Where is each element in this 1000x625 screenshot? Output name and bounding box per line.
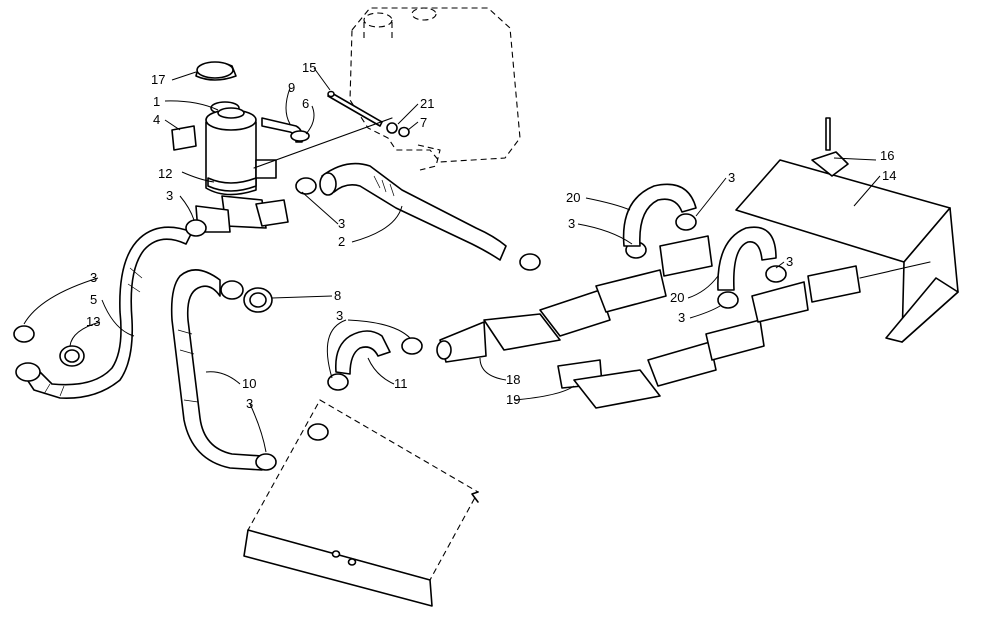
elbow-hose-lower — [717, 226, 777, 291]
callout-3: 3 — [166, 188, 173, 203]
decal — [171, 125, 197, 151]
short-hose — [334, 330, 391, 375]
callout-21: 21 — [420, 96, 434, 111]
lower-heat-exchanger — [243, 399, 479, 607]
hose-left — [15, 226, 193, 399]
callout-4: 4 — [153, 112, 160, 127]
callout-18: 18 — [506, 372, 520, 387]
reservoir-tank — [349, 7, 521, 171]
heat-exchanger — [436, 235, 861, 409]
callouts: 17 1 4 12 3 15 9 6 21 7 3 2 20 3 3 16 14… — [86, 60, 896, 411]
hose-clamp — [243, 287, 273, 313]
clamps — [13, 177, 787, 471]
elbow-hose-upper — [622, 183, 697, 247]
callout-11: 11 — [394, 376, 408, 391]
callout-3-elbow-right: 3 — [728, 170, 735, 185]
callout-13: 13 — [86, 314, 100, 329]
callout-19: 19 — [506, 392, 520, 407]
bolt — [327, 91, 383, 127]
callout-3-middle: 3 — [336, 308, 343, 323]
callout-5: 5 — [90, 292, 97, 307]
callout-2: 2 — [338, 234, 345, 249]
callout-20-upper: 20 — [566, 190, 580, 205]
spring-clamp — [59, 345, 85, 367]
heat-exchanger-plate — [735, 159, 959, 343]
callout-20-lower: 20 — [670, 290, 684, 305]
vent-hose — [261, 117, 304, 143]
callout-12: 12 — [158, 166, 172, 181]
callout-3-lower-right: 3 — [678, 310, 685, 325]
washer — [386, 122, 398, 134]
callout-15: 15 — [302, 60, 316, 75]
callout-8: 8 — [334, 288, 341, 303]
callout-14: 14 — [882, 168, 896, 183]
callout-3-hose-upper: 3 — [338, 216, 345, 231]
leader-lines — [23, 67, 881, 453]
nut — [398, 126, 410, 138]
surge-tank — [195, 61, 289, 233]
bleed-valve — [811, 117, 849, 177]
callout-7: 7 — [420, 115, 427, 130]
callout-9: 9 — [288, 80, 295, 95]
callout-3-lower-left: 3 — [246, 396, 253, 411]
callout-3-elbow: 3 — [568, 216, 575, 231]
callout-3-right: 3 — [786, 254, 793, 269]
callout-16: 16 — [880, 148, 894, 163]
callout-10: 10 — [242, 376, 256, 391]
hose-upper — [319, 162, 507, 261]
callout-1: 1 — [153, 94, 160, 109]
callout-6: 6 — [302, 96, 309, 111]
callout-17: 17 — [151, 72, 165, 87]
callout-3-left: 3 — [90, 270, 97, 285]
